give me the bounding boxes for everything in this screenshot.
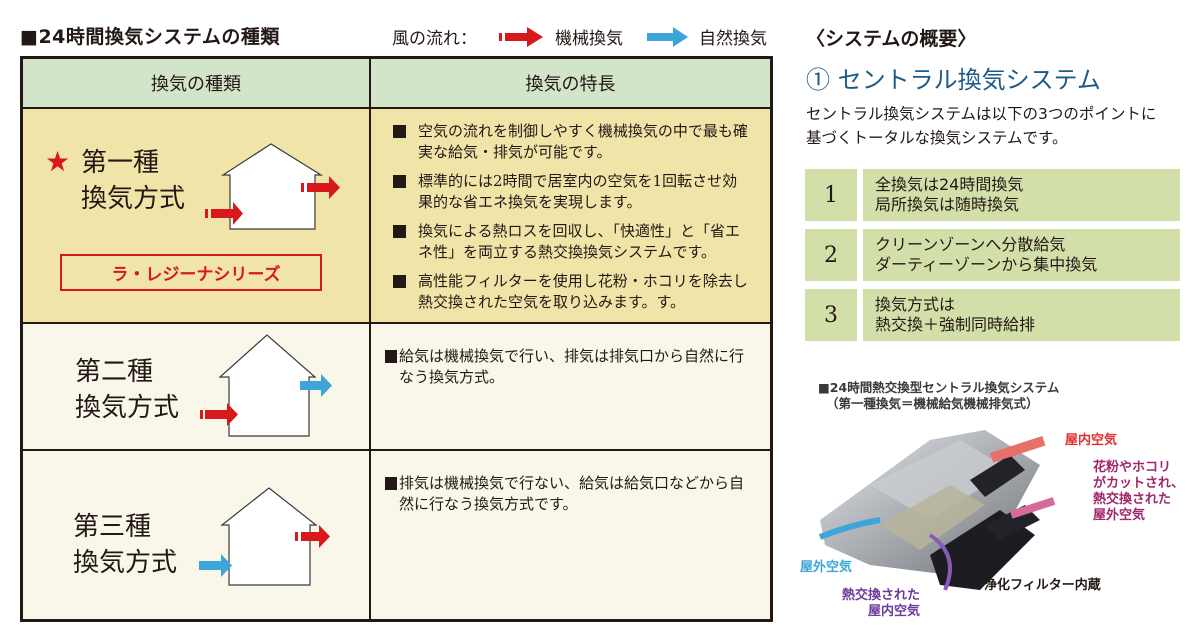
feature-item: 換気による熱ロスを回収し、「快適性」と「省エネ性」を両立する熱交換換気システムで…: [393, 221, 752, 263]
legend-label: 風の流れ：: [392, 29, 477, 49]
exhaust-arrow-mechanical: [295, 525, 330, 548]
bullet-square-icon: [393, 175, 406, 188]
feature-item: 高性能フィルターを使用し花粉・ホコリを除去し熱交換された空気を取り込みます。す。: [393, 271, 752, 313]
label-indoor-air: 屋内空気: [1065, 433, 1118, 448]
legend-mechanical-label: 機械換気: [555, 29, 623, 49]
photo-caption: ■24時間熱交換型セントラル換気システム （第一種換気＝機械給気機械排気式）: [818, 380, 1060, 411]
bullet-square-icon: [393, 275, 406, 288]
ventilation-types-table: 換気の種類 換気の特長 ★ 第一種 換気方式 ラ・レジーナシリーズ: [20, 56, 773, 622]
intake-arrow-mechanical: [205, 202, 243, 225]
ventilation-unit-photo: [818, 430, 1056, 591]
point-number: 2: [805, 229, 857, 281]
type-name: 第三種 換気方式: [73, 512, 178, 578]
feature-item-type2: 給気は機械換気で行い、排気は排気口から自然に行なう換気方式。: [385, 346, 752, 388]
legend-item-mechanical: 機械換気: [499, 24, 623, 49]
blue-arrow-icon: [647, 26, 688, 47]
point-line2: ダーティーゾーンから集中換気: [875, 255, 1098, 274]
feature-item-type3: 排気は機械換気で行ない、給気は給気口などから自然に行なう換気方式です。: [385, 473, 752, 515]
type-name: 第一種 換気方式: [81, 148, 186, 214]
house-diagram-type3: [199, 487, 330, 586]
point-line2: 局所換気は随時換気: [875, 195, 1020, 214]
table-row-type1: ★ 第一種 換気方式 ラ・レジーナシリーズ 空気の流れを制御しやすく機械: [23, 109, 770, 324]
hx-indoor-air-arrow: [928, 533, 952, 591]
point-item: 1 全換気は24時間換気 局所換気は随時換気: [805, 169, 1180, 221]
red-arrow-icon: [499, 26, 543, 47]
point-line2: 熱交換＋強制同時給排: [875, 315, 1036, 334]
bullet-square-icon: [393, 125, 406, 138]
label-outdoor-air: 屋外空気: [800, 560, 853, 575]
legend-natural-label: 自然換気: [699, 29, 767, 49]
overview-description: セントラル換気システムは以下の3つのポイントに基づくトータルな換気システムです。: [806, 105, 1157, 147]
bullet-square-icon: [393, 225, 406, 238]
point-line1: 全換気は24時間換気: [875, 175, 1024, 194]
table-row-type3: 第三種 換気方式 排気は機械換気で行ない、給気は給気口などから自然に行なう換気方…: [23, 451, 770, 619]
intake-arrow-mechanical: [200, 403, 238, 426]
system-points-list: 1 全換気は24時間換気 局所換気は随時換気 2 クリーンゾーンへ分散給気 ダー…: [805, 169, 1180, 349]
overview-subtitle: ① セントラル換気システム: [806, 66, 1101, 94]
table-row-type2: 第二種 換気方式 給気は機械換気で行い、排気は排気口から自然に行なう換気方式。: [23, 324, 770, 451]
exhaust-arrow-mechanical: [301, 176, 340, 199]
series-badge: ラ・レジーナシリーズ: [60, 254, 322, 291]
outdoor-air-in-arrow: [818, 517, 881, 540]
point-item: 3 換気方式は 熱交換＋強制同時給排: [805, 289, 1180, 341]
bullet-square-icon: [385, 350, 397, 363]
header-type: 換気の種類: [23, 59, 371, 107]
star-icon: ★: [45, 145, 71, 178]
label-filtered-outdoor-air: 花粉やホコリ がカットされ、 熱交換された 屋外空気: [1093, 460, 1185, 523]
header-features: 換気の特長: [525, 74, 616, 95]
point-number: 1: [805, 169, 857, 221]
features-list-type1: 空気の流れを制御しやすく機械換気の中で最も確実な給気・排気が可能です。 標準的に…: [393, 121, 752, 321]
label-purifying-filter: 浄化フィルター内蔵: [984, 578, 1101, 593]
outdoor-air-out-arrow: [1009, 497, 1056, 519]
point-item: 2 クリーンゾーンへ分散給気 ダーティーゾーンから集中換気: [805, 229, 1180, 281]
overview-title: 〈システムの概要〉: [806, 28, 977, 50]
table-header-row: 換気の種類 換気の特長: [23, 59, 770, 109]
bullet-square-icon: [385, 477, 397, 490]
house-diagram-type1: [205, 143, 340, 230]
type-name: 第二種 換気方式: [75, 357, 180, 423]
feature-item: 標準的には2時間で居室内の空気を1回転させ効果的な省エネ換気を実現します。: [393, 171, 752, 213]
point-number: 3: [805, 289, 857, 341]
label-hx-indoor-air: 熱交換された 屋内空気: [842, 588, 921, 619]
intake-arrow-natural: [199, 554, 232, 577]
legend-item-natural: 自然換気: [647, 24, 767, 49]
exhaust-arrow-natural: [300, 374, 332, 397]
airflow-legend: 風の流れ： 機械換気 自然換気: [392, 24, 767, 49]
point-line1: クリーンゾーンへ分散給気: [875, 235, 1066, 254]
house-diagram-type2: [200, 334, 332, 437]
feature-item: 空気の流れを制御しやすく機械換気の中で最も確実な給気・排気が可能です。: [393, 121, 752, 163]
indoor-air-arrow: [990, 436, 1046, 463]
point-line1: 換気方式は: [875, 295, 956, 314]
section-title-ventilation-types: ■24時間換気システムの種類: [20, 26, 280, 48]
